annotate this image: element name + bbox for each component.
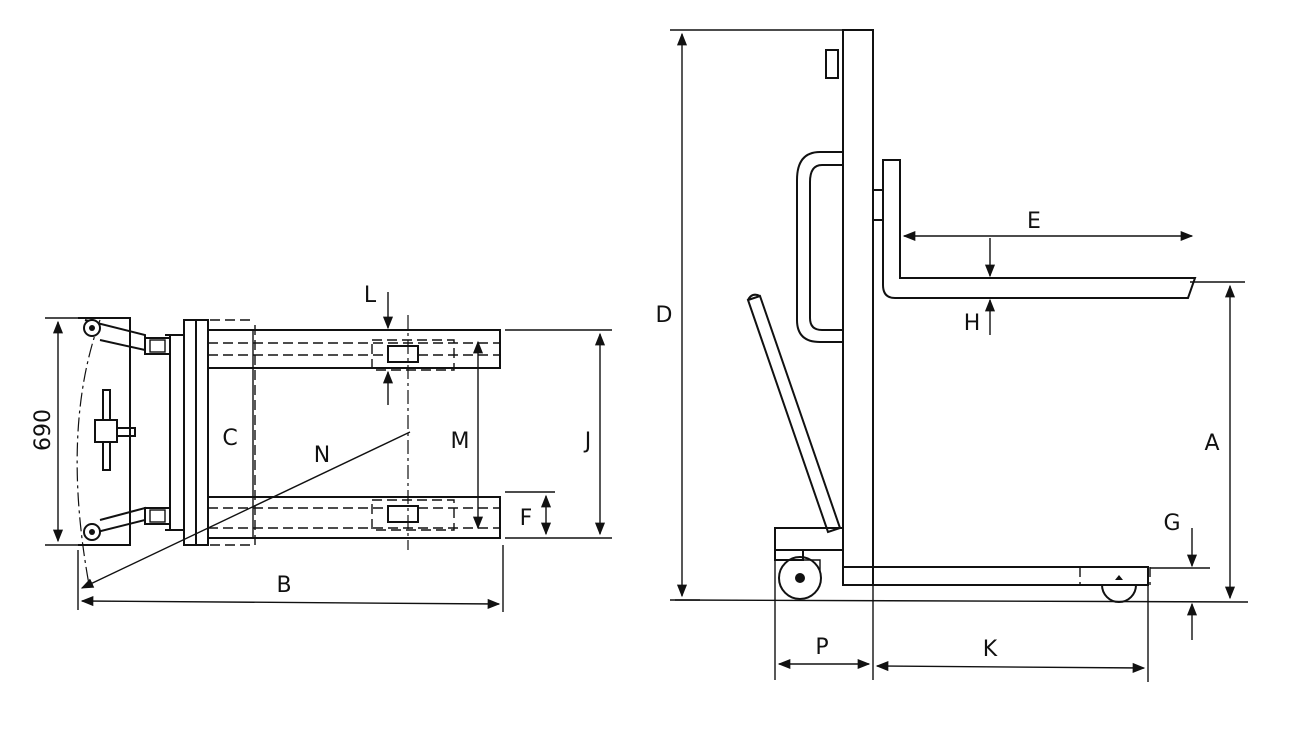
dim-M: M bbox=[451, 340, 484, 530]
dim-E: E bbox=[902, 209, 1194, 242]
rear-wheel bbox=[778, 556, 822, 600]
dim-P: P bbox=[774, 560, 874, 680]
chassis-frame bbox=[165, 334, 185, 531]
label-N: N bbox=[314, 443, 330, 468]
side-view: D E H A G P bbox=[656, 29, 1249, 682]
side-fork bbox=[872, 159, 1197, 299]
label-C: C bbox=[222, 426, 237, 451]
rear-base bbox=[78, 317, 131, 546]
label-D: D bbox=[656, 303, 673, 328]
dim-L: L bbox=[364, 283, 394, 405]
label-J: J bbox=[583, 429, 592, 454]
front-roller bbox=[1079, 567, 1151, 603]
mast bbox=[842, 29, 874, 586]
dim-690: 690 bbox=[31, 317, 80, 546]
chassis bbox=[774, 527, 1149, 586]
label-G: G bbox=[1163, 511, 1180, 536]
dim-F: F bbox=[505, 491, 555, 536]
ground-line bbox=[674, 599, 1249, 603]
label-H: H bbox=[964, 311, 981, 336]
dim-A: A bbox=[1190, 281, 1245, 600]
tiller-handle bbox=[94, 389, 136, 471]
label-M: M bbox=[451, 429, 470, 454]
upper-caster bbox=[83, 319, 171, 355]
label-P: P bbox=[815, 635, 828, 660]
label-E: E bbox=[1027, 209, 1041, 234]
dim-J: J bbox=[505, 329, 612, 539]
label-B: B bbox=[276, 573, 291, 598]
label-A: A bbox=[1204, 431, 1219, 456]
lower-caster bbox=[83, 506, 171, 541]
dim-B: B bbox=[77, 545, 504, 612]
mast-top-stop bbox=[825, 49, 839, 79]
dim-K: K bbox=[875, 585, 1149, 682]
top-view: 690 C N L M J F bbox=[31, 283, 612, 612]
upper-fork bbox=[208, 329, 501, 371]
dim-D: D bbox=[656, 29, 843, 601]
lower-fork bbox=[208, 496, 501, 539]
label-K: K bbox=[983, 637, 998, 662]
turning-arc bbox=[76, 319, 101, 591]
dim-H: H bbox=[964, 238, 996, 336]
push-handle bbox=[796, 151, 843, 343]
label-L: L bbox=[364, 283, 377, 308]
label-F: F bbox=[520, 506, 533, 531]
mast-plate bbox=[183, 319, 197, 546]
carriage-lines bbox=[210, 319, 256, 546]
dim-N: N bbox=[80, 431, 411, 589]
label-690: 690 bbox=[31, 409, 56, 451]
dim-G: G bbox=[1150, 511, 1210, 640]
